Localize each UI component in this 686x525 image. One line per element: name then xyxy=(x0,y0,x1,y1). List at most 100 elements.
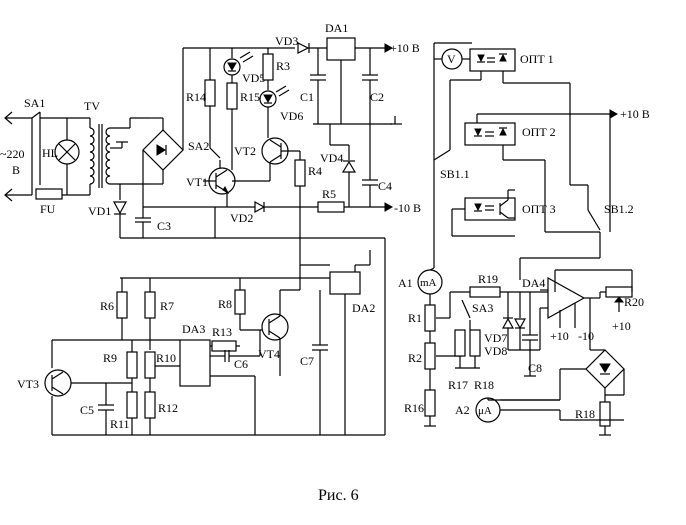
R5-resistor xyxy=(317,201,345,213)
HL-lamp xyxy=(54,139,80,165)
DA4-label: DA4 xyxy=(522,276,545,290)
VD2-label: VD2 xyxy=(230,211,253,225)
measurement-section: mA A1 R1 R2 R16 R19 SA3 R17 R18 xyxy=(398,267,644,436)
FU-fuse xyxy=(35,188,63,200)
VD2-diode xyxy=(254,200,266,214)
VD7-label: VD7 xyxy=(484,331,507,345)
DA1-label: DA1 xyxy=(325,21,348,35)
R7-label: R7 xyxy=(160,299,174,313)
R8-resistor xyxy=(234,289,246,315)
R1-resistor xyxy=(424,304,436,332)
R3-label: R3 xyxy=(276,59,290,73)
stabilizer-section: R14 VD5 R15 R3 VD6 SA2 xyxy=(186,48,322,290)
R17-label: R17 xyxy=(448,378,468,392)
R13-resistor xyxy=(211,340,237,352)
control-section: DA2 C7 R6 R7 R8 R9 R10 R11 R12 xyxy=(17,237,386,436)
R17-resistor xyxy=(454,329,466,357)
C5-label: C5 xyxy=(80,403,94,417)
R16-resistor xyxy=(424,389,436,417)
VD7-diode xyxy=(501,317,515,329)
SA1-label: SA1 xyxy=(24,96,45,110)
R18b-resistor xyxy=(599,401,611,427)
mains-voltage-label: ~220 xyxy=(0,147,25,161)
VT4-transistor xyxy=(261,313,289,341)
R9-label: R9 xyxy=(103,351,117,365)
C4-label: C4 xyxy=(378,179,392,193)
VT3-transistor xyxy=(44,369,132,397)
A1-label: A1 xyxy=(398,276,413,290)
R11-resistor xyxy=(126,391,138,419)
R1-label: R1 xyxy=(408,311,422,325)
R12-label: R12 xyxy=(158,401,178,415)
figure-caption: Рис. 6 xyxy=(318,487,359,504)
pos10-label-top: +10 В xyxy=(390,41,420,55)
VD5-label: VD5 xyxy=(242,71,265,85)
R4-resistor xyxy=(294,159,306,187)
DA1-regulator xyxy=(326,37,356,61)
SB12-label: SB1.2 xyxy=(604,202,634,216)
FU-label: FU xyxy=(40,202,56,216)
SA3-label: SA3 xyxy=(472,301,493,315)
DA2-label: DA2 xyxy=(352,301,375,315)
VT3-label: VT3 xyxy=(17,377,39,391)
OPT1-label: ОПТ 1 xyxy=(520,52,554,66)
VT4-label: VT4 xyxy=(258,347,280,361)
p10a-label: +10 xyxy=(550,329,569,343)
R10-resistor xyxy=(144,351,156,379)
pos10-label-right: +10 В xyxy=(620,107,650,121)
OPT3-label: ОПТ 3 xyxy=(522,202,556,216)
R20-label: R20 xyxy=(624,295,644,309)
DA3-chip xyxy=(179,339,211,387)
neg10-label: -10 В xyxy=(394,201,421,215)
VT2-label: VT2 xyxy=(234,144,256,158)
mA-label: mA xyxy=(420,277,437,289)
VT1-label: VT1 xyxy=(186,175,208,189)
VD1-label: VD1 xyxy=(88,204,111,218)
R14-label: R14 xyxy=(186,90,206,104)
R6-label: R6 xyxy=(100,299,114,313)
regulator-section: VD3 DA1 +10 В C1 C2 VD4 xyxy=(183,21,421,225)
VD1-diode xyxy=(112,201,128,215)
SB11-label: SB1.1 xyxy=(440,167,470,181)
R19-resistor xyxy=(469,286,501,298)
C7-label: C7 xyxy=(300,354,314,368)
mains-unit-label: В xyxy=(12,163,20,177)
R4-label: R4 xyxy=(308,164,322,178)
R2-resistor xyxy=(424,342,436,370)
TV-label: TV xyxy=(84,99,100,113)
uA-label: μA xyxy=(478,405,492,417)
R18b-label: R18 xyxy=(575,407,595,421)
HL-label: HL xyxy=(42,146,58,160)
VD6-label: VD6 xyxy=(280,109,303,123)
R9-resistor xyxy=(126,351,138,379)
m10-label: -10 xyxy=(578,329,594,343)
R12-resistor xyxy=(144,391,156,419)
OPT1-optocoupler xyxy=(469,48,516,72)
R7-resistor xyxy=(144,291,156,319)
OPT2-label: ОПТ 2 xyxy=(522,125,556,139)
C8-label: C8 xyxy=(528,361,542,375)
C6-label: C6 xyxy=(234,357,248,371)
R19-label: R19 xyxy=(478,272,498,286)
p10b-label: +10 xyxy=(612,319,631,333)
OPT3-optocoupler xyxy=(464,197,516,221)
VT2-transistor xyxy=(261,137,300,165)
R2-label: R2 xyxy=(408,351,422,365)
mains-section: ~220 В SA1 HL FU TV xyxy=(0,48,215,239)
R15-resistor xyxy=(226,82,238,110)
VD3-label: VD3 xyxy=(275,34,298,48)
R8-label: R8 xyxy=(218,297,232,311)
VD4-diode xyxy=(341,160,357,173)
A2-label: A2 xyxy=(455,403,470,417)
C3-label: C3 xyxy=(157,219,171,233)
DA2-chip xyxy=(329,271,361,295)
meter-bridge-rectifier xyxy=(585,349,625,389)
C1-label: C1 xyxy=(300,90,314,104)
R6-resistor xyxy=(116,291,128,319)
R13-label: R13 xyxy=(212,325,232,339)
optocoupler-section: V ОПТ 1 +10 В ОПТ 2 xyxy=(433,42,650,280)
R18a-label: R18 xyxy=(474,378,494,392)
VT1-transistor xyxy=(203,167,236,195)
R15-label: R15 xyxy=(240,90,260,104)
